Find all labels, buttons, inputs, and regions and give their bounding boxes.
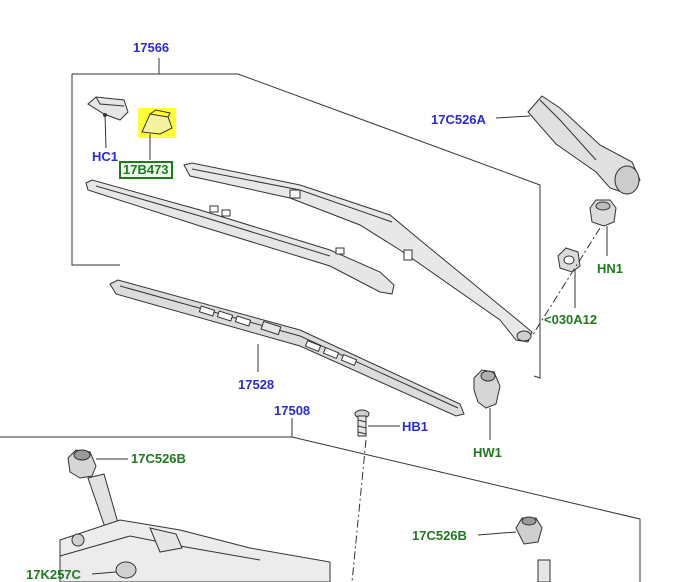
callout-HW1[interactable]: HW1 — [473, 445, 502, 460]
wiper-linkage-17508[interactable] — [59, 449, 551, 582]
callout-17566[interactable]: 17566 — [133, 40, 170, 55]
cap-part-17B473[interactable] — [138, 108, 176, 138]
leader-17C526B-right — [477, 531, 517, 536]
assembly-frame-17508 — [0, 418, 641, 582]
callout-HB1[interactable]: HB1 — [402, 419, 429, 434]
callout-17B473[interactable]: 17B473 — [119, 161, 173, 179]
clip-part-HC1[interactable] — [87, 96, 129, 121]
assembly-frame-17566 — [71, 58, 541, 379]
callout-17C526A[interactable]: 17C526A — [431, 112, 486, 127]
grommet-part-HW1[interactable] — [473, 369, 501, 409]
washer-part-030A12[interactable] — [557, 247, 581, 273]
leader-17C526A — [495, 115, 531, 119]
wiper-blade-17528[interactable] — [109, 279, 465, 417]
callout-030A12[interactable]: <030A12 — [544, 312, 598, 327]
assembly-centerline — [351, 227, 601, 582]
callout-HC1[interactable]: HC1 — [92, 149, 119, 164]
callout-17K257C[interactable]: 17K257C — [26, 567, 81, 582]
callout-17528[interactable]: 17528 — [238, 377, 275, 392]
bolt-part-HB1[interactable] — [354, 409, 370, 437]
leader-dot-HC1 — [103, 113, 107, 117]
callout-HN1[interactable]: HN1 — [597, 261, 624, 276]
callout-17C526B-left[interactable]: 17C526B — [131, 451, 186, 466]
nut-part-HN1[interactable] — [589, 199, 617, 227]
leader-HC1 — [104, 113, 107, 149]
callout-17508[interactable]: 17508 — [274, 403, 311, 418]
cover-part-17C526A[interactable] — [527, 95, 641, 195]
leader-17K257C — [91, 571, 117, 575]
callout-17C526B-right[interactable]: 17C526B — [412, 528, 467, 543]
wiper-arm-17566[interactable] — [85, 162, 533, 343]
